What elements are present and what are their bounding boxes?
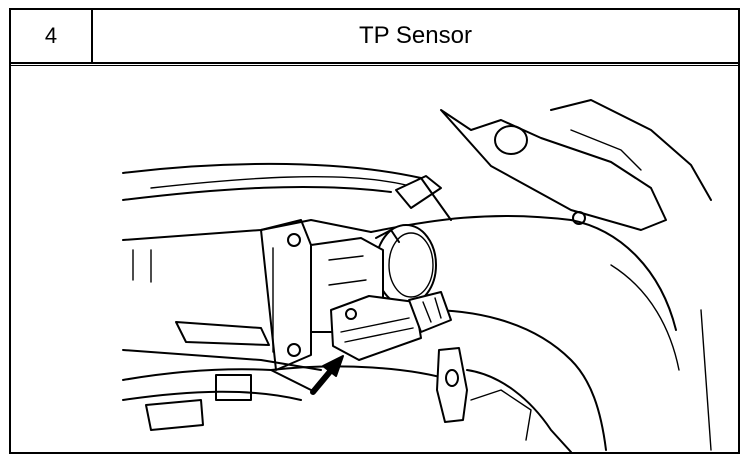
flange-bolt-bottom	[287, 343, 301, 357]
procedure-header: 4 TP Sensor	[11, 10, 738, 62]
engine-illustration	[11, 70, 738, 452]
bracket-hole	[445, 369, 459, 387]
throttle-cable	[270, 365, 452, 381]
upper-hose-line	[122, 162, 452, 221]
tp-sensor-connector	[408, 291, 452, 333]
upper-hose-line-2	[122, 185, 392, 201]
vacuum-hose	[175, 321, 270, 346]
throttle-flange	[260, 219, 312, 371]
lower-pipe-bottom	[122, 390, 302, 401]
cable-lower	[466, 369, 572, 452]
duct-top-edge	[122, 219, 372, 241]
header-divider	[11, 62, 738, 66]
arrow-icon	[310, 355, 344, 395]
duct-bottom-edge	[122, 349, 322, 371]
coupling-ring-inner	[388, 232, 434, 298]
flange-bolt-top	[287, 233, 301, 247]
coupling-ring	[375, 224, 437, 306]
coupling-tab	[375, 229, 400, 243]
bracket-edge	[550, 99, 712, 201]
throttle-body-drawing	[122, 99, 712, 452]
hose-highlight	[150, 176, 407, 189]
lower-pipe-top	[122, 368, 312, 391]
actuator-cap	[494, 125, 528, 155]
pipe-clamp	[215, 374, 252, 401]
actuator-body	[440, 109, 667, 231]
step-number: 4	[11, 10, 93, 62]
duct-contour	[610, 264, 712, 451]
procedure-title: TP Sensor	[359, 22, 472, 49]
linkage	[470, 389, 532, 441]
tp-sensor-body-lines	[340, 317, 414, 343]
tp-sensor	[330, 295, 422, 361]
connector-latch	[422, 297, 442, 323]
procedure-frame: 4 TP Sensor	[9, 8, 740, 454]
bracket-detail	[570, 129, 642, 171]
hose-clamp	[395, 175, 442, 209]
inlet-duct-bottom	[410, 308, 607, 451]
housing-ribs	[328, 255, 367, 286]
inlet-duct-top	[370, 214, 677, 331]
pipe-fitting	[145, 399, 204, 431]
duct-shading	[132, 249, 152, 283]
bolt-head	[572, 211, 586, 225]
tp-sensor-screw	[345, 308, 357, 320]
